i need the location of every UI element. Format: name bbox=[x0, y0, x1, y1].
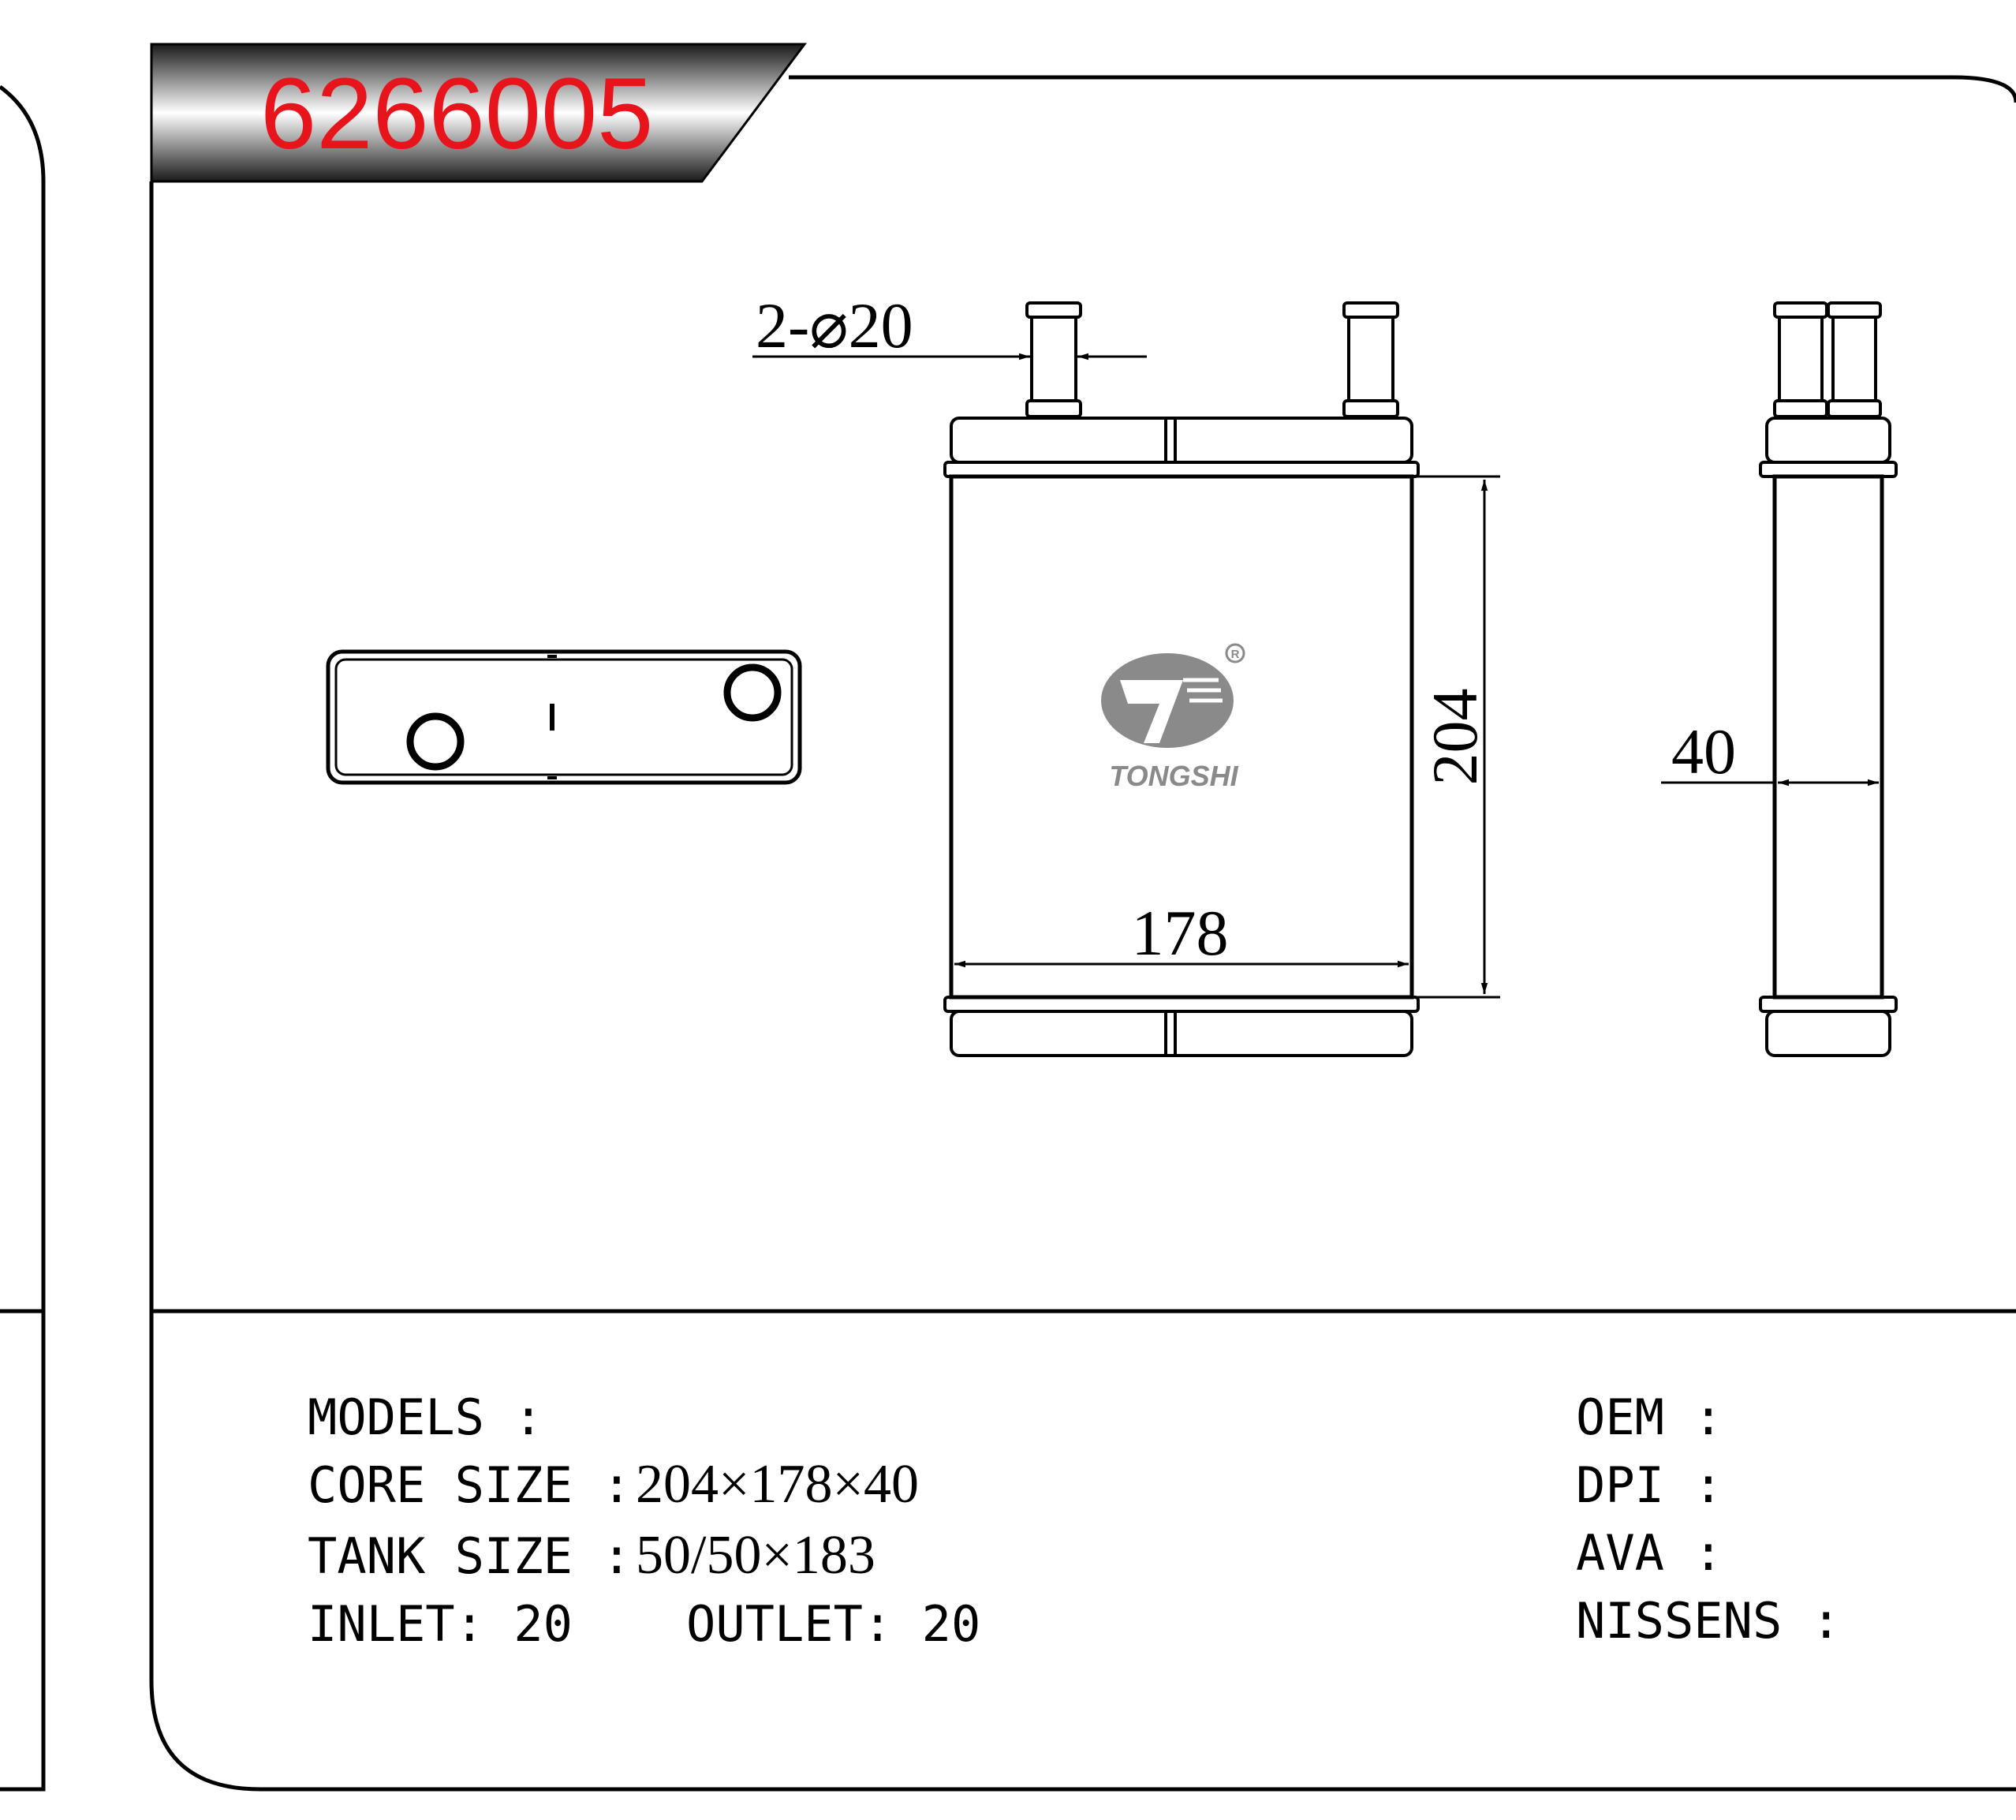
svg-text:R: R bbox=[1231, 648, 1240, 661]
part-number: 6266005 bbox=[260, 58, 653, 170]
dpi-label: DPI : bbox=[1576, 1456, 1723, 1514]
oem-label: OEM : bbox=[1576, 1388, 1723, 1446]
inlet-label: INLET: 20 bbox=[308, 1595, 573, 1653]
models-label: MODELS : bbox=[308, 1388, 543, 1446]
spec-block: MODELS : CORE SIZE : 204×178×40 TANK SIZ… bbox=[308, 1388, 1841, 1653]
left-frame bbox=[0, 84, 46, 1792]
front-view bbox=[943, 301, 1420, 1057]
main-frame bbox=[149, 75, 2016, 1792]
depth-dimension-label: 40 bbox=[1671, 716, 1736, 787]
registered-icon bbox=[1225, 643, 1245, 663]
height-dimension bbox=[1417, 475, 1500, 999]
nissens-label: NISSENS : bbox=[1576, 1592, 1841, 1650]
tongshi-logo: R TONGSHI bbox=[1101, 643, 1245, 792]
pipe-dimension-label: 2-⌀20 bbox=[756, 290, 913, 361]
tank-size-value: 50/50×183 bbox=[636, 1525, 875, 1586]
tank-size-label: TANK SIZE : bbox=[308, 1527, 632, 1585]
part-number-banner bbox=[150, 43, 807, 183]
ava-label: AVA : bbox=[1576, 1524, 1723, 1582]
outlet-hole bbox=[723, 663, 782, 722]
top-view bbox=[326, 649, 802, 785]
inlet-hole bbox=[406, 712, 465, 771]
width-dimension-label: 178 bbox=[1132, 897, 1229, 969]
outlet-label: OUTLET: 20 bbox=[686, 1595, 980, 1653]
core-size-label: CORE SIZE : bbox=[308, 1456, 632, 1514]
logo-text: TONGSHI bbox=[1109, 760, 1238, 792]
side-view bbox=[1759, 301, 1898, 1057]
core-size-value: 204×178×40 bbox=[636, 1454, 919, 1515]
height-dimension-label: 204 bbox=[1419, 689, 1491, 786]
